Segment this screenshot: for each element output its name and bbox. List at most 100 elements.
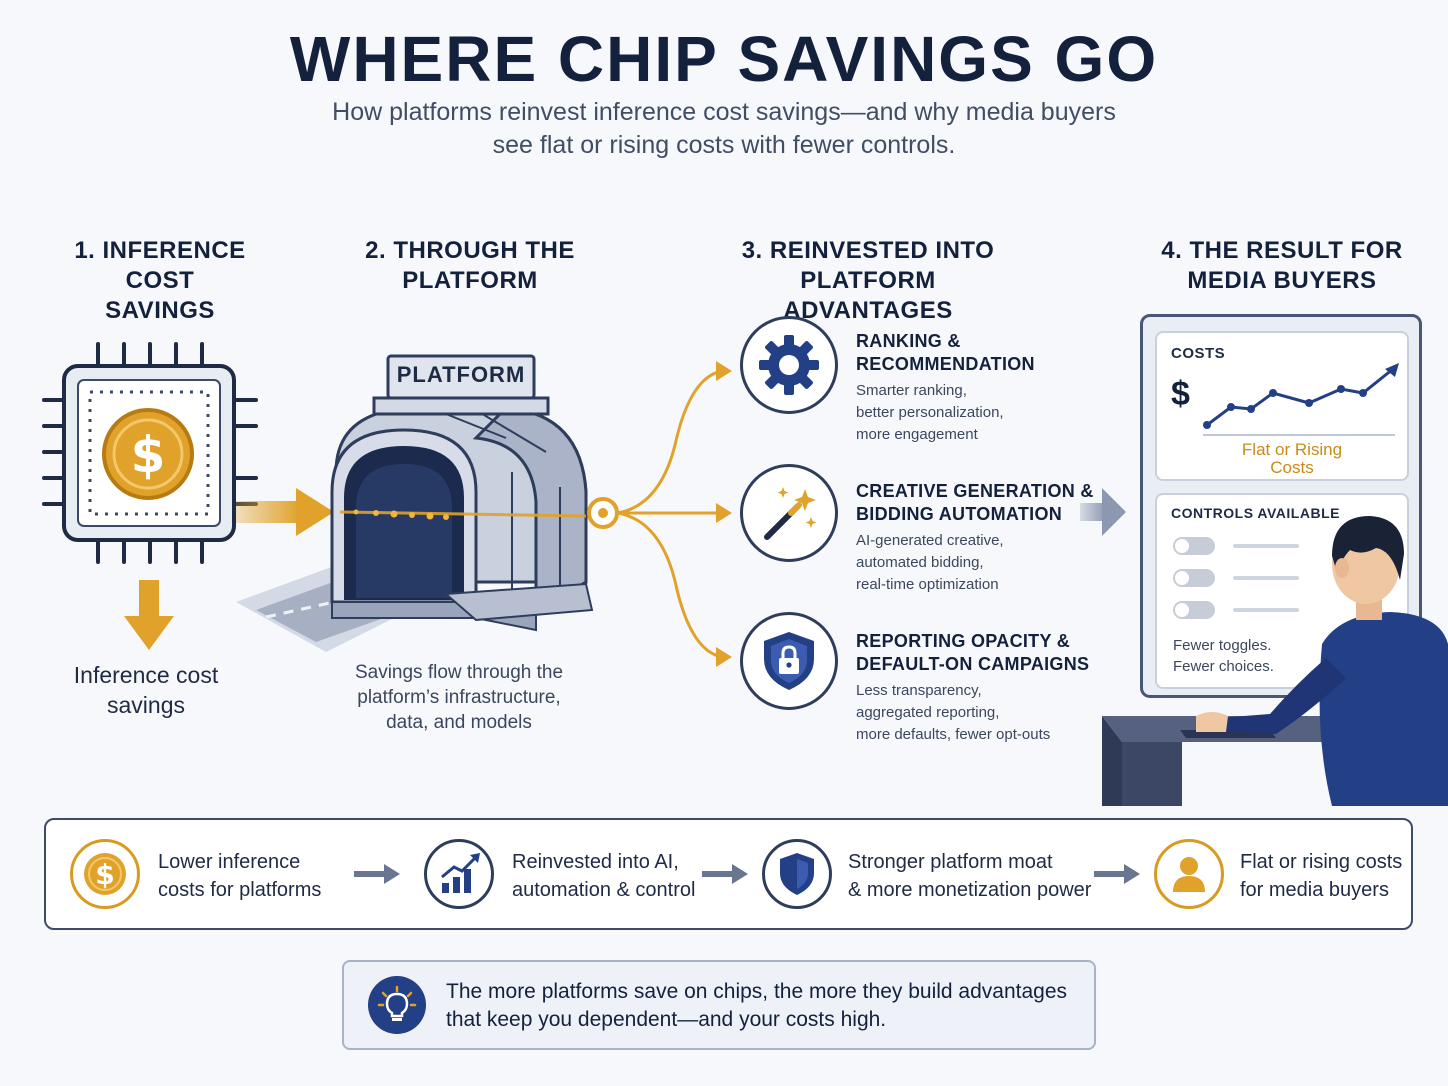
heading-line: 1. INFERENCE COST (74, 237, 246, 294)
caption-line: data, and models (386, 712, 532, 733)
toggle-switch[interactable] (1173, 601, 1215, 619)
flow-line: Lower inference (158, 851, 301, 873)
insight-line: The more platforms save on chips, the mo… (446, 980, 1067, 1003)
heading-line: 3. REINVESTED INTO (741, 237, 995, 264)
trend-line-icon (1203, 363, 1399, 436)
right-arrow-icon (1080, 488, 1126, 536)
desc-line: Less transparency, (856, 682, 982, 699)
desc-line: Smarter ranking, (856, 382, 967, 399)
advantage-title: RECOMMENDATION (856, 354, 1035, 374)
note-line: Fewer choices. (1173, 658, 1274, 675)
shield-icon (762, 839, 832, 909)
heading-line: PLATFORM ADVANTAGES (783, 267, 953, 324)
advantage-ranking: RANKING & RECOMMENDATION Smarter ranking… (856, 330, 1086, 446)
advantage-title: RANKING & (856, 331, 961, 351)
right-arrow-icon (702, 864, 748, 884)
insight-text: The more platforms save on chips, the mo… (446, 978, 1086, 1034)
desc-line: automated bidding, (856, 554, 984, 571)
down-arrow-icon (124, 580, 174, 650)
caption-line: savings (107, 692, 185, 718)
placeholder-line (1233, 544, 1299, 548)
flow-line: Stronger platform moat (848, 851, 1053, 873)
desc-line: more defaults, fewer opt-outs (856, 726, 1051, 743)
desc-line: aggregated reporting, (856, 704, 1000, 721)
insight-line: that keep you dependent—and your costs h… (446, 1008, 887, 1031)
flow-line: Flat or rising costs (1240, 851, 1403, 873)
dollar-coin-icon: $ (70, 839, 140, 909)
desc-line: better personalization, (856, 404, 1004, 421)
advantage-description: Smarter ranking, better personalization,… (856, 380, 1086, 446)
placeholder-line (1233, 576, 1299, 580)
flow-step-text: Flat or rising costs for media buyers (1240, 848, 1402, 904)
shield-lock-icon (740, 612, 838, 710)
lightbulb-icon (368, 976, 426, 1034)
advantage-reporting: REPORTING OPACITY & DEFAULT-ON CAMPAIGNS… (856, 630, 1096, 746)
advantage-title: DEFAULT-ON CAMPAIGNS (856, 654, 1090, 674)
currency-symbol: $ (1171, 375, 1190, 413)
step-2-heading: 2. THROUGH THE PLATFORM (340, 236, 600, 296)
heading-line: 4. THE RESULT FOR (1161, 237, 1403, 264)
flow-step-text: Stronger platform moat & more monetizati… (848, 848, 1091, 904)
trend-label: Flat or Rising Costs (1197, 441, 1387, 477)
heading-line: MEDIA BUYERS (1187, 267, 1377, 294)
step-1-heading: 1. INFERENCE COST SAVINGS (40, 236, 280, 326)
heading-line: 2. THROUGH THE (365, 237, 575, 264)
flow-step-text: Lower inference costs for platforms (158, 848, 321, 904)
growth-chart-icon (424, 839, 494, 909)
magic-wand-icon (740, 464, 838, 562)
flow-line: for media buyers (1240, 879, 1389, 901)
desc-line: more engagement (856, 426, 978, 443)
step-1-caption: Inference cost savings (40, 660, 252, 720)
caption-line: Savings flow through the (354, 662, 564, 683)
caption-line: platform’s infrastructure, (357, 687, 561, 708)
controls-note: Fewer toggles. Fewer choices. (1173, 635, 1274, 677)
step-3-heading: 3. REINVESTED INTO PLATFORM ADVANTAGES (718, 236, 1018, 326)
advantage-title: BIDDING AUTOMATION (856, 504, 1063, 524)
subtitle-line: How platforms reinvest inference cost sa… (332, 98, 1116, 126)
costs-label: COSTS (1171, 345, 1226, 362)
desc-line: AI-generated creative, (856, 532, 1004, 549)
flow-line: costs for platforms (158, 879, 322, 901)
note-line: Fewer toggles. (1173, 637, 1272, 654)
heading-line: SAVINGS (105, 297, 215, 324)
controls-label: CONTROLS AVAILABLE (1171, 505, 1340, 521)
toggle-switch[interactable] (1173, 537, 1215, 555)
advantage-title: REPORTING OPACITY & (856, 631, 1071, 651)
platform-tunnel-icon (236, 354, 594, 652)
user-icon (1154, 839, 1224, 909)
trend-label-line: Costs (1270, 458, 1314, 477)
costs-card: COSTS $ Flat or Rising Costs (1155, 331, 1409, 481)
right-arrow-icon (236, 488, 334, 536)
gear-icon (740, 316, 838, 414)
branch-arrows-icon (587, 361, 732, 667)
step-4-heading: 4. THE RESULT FOR MEDIA BUYERS (1150, 236, 1414, 296)
toggle-switch[interactable] (1173, 569, 1215, 587)
advantage-title: CREATIVE GENERATION & (856, 481, 1094, 501)
page-title: WHERE CHIP SAVINGS GO (289, 23, 1159, 95)
flow-line: & more monetization power (848, 879, 1092, 901)
right-arrow-icon (1094, 864, 1140, 884)
subtitle-line: see flat or rising costs with fewer cont… (492, 131, 956, 159)
placeholder-line (1233, 608, 1299, 612)
right-arrow-icon (354, 864, 400, 884)
controls-card: CONTROLS AVAILABLE Fewer toggles. Fewer … (1155, 493, 1409, 689)
desc-line: real-time optimization (856, 576, 999, 593)
advantage-description: AI-generated creative, automated bidding… (856, 530, 1096, 596)
insight-callout: The more platforms save on chips, the mo… (342, 960, 1096, 1050)
heading-line: PLATFORM (402, 267, 538, 294)
chip-icon: $ (42, 342, 258, 564)
svg-text:$: $ (131, 426, 166, 484)
platform-sign: PLATFORM (396, 362, 526, 387)
svg-text:$: $ (95, 858, 114, 891)
advantage-description: Less transparency, aggregated reporting,… (856, 680, 1096, 746)
caption-line: Inference cost (73, 662, 219, 688)
flow-line: Reinvested into AI, (512, 851, 679, 873)
page-subtitle: How platforms reinvest inference cost sa… (324, 96, 1124, 162)
advantage-creative: CREATIVE GENERATION & BIDDING AUTOMATION… (856, 480, 1096, 596)
media-buyer-person-icon (1102, 516, 1448, 806)
step-2-caption: Savings flow through the platform’s infr… (330, 660, 588, 735)
flow-step-text: Reinvested into AI, automation & control (512, 848, 695, 904)
summary-flow-bar: $ Lower inference costs for platforms Re… (44, 818, 1413, 930)
trend-label-line: Flat or Rising (1241, 440, 1343, 459)
flow-line: automation & control (512, 879, 696, 901)
